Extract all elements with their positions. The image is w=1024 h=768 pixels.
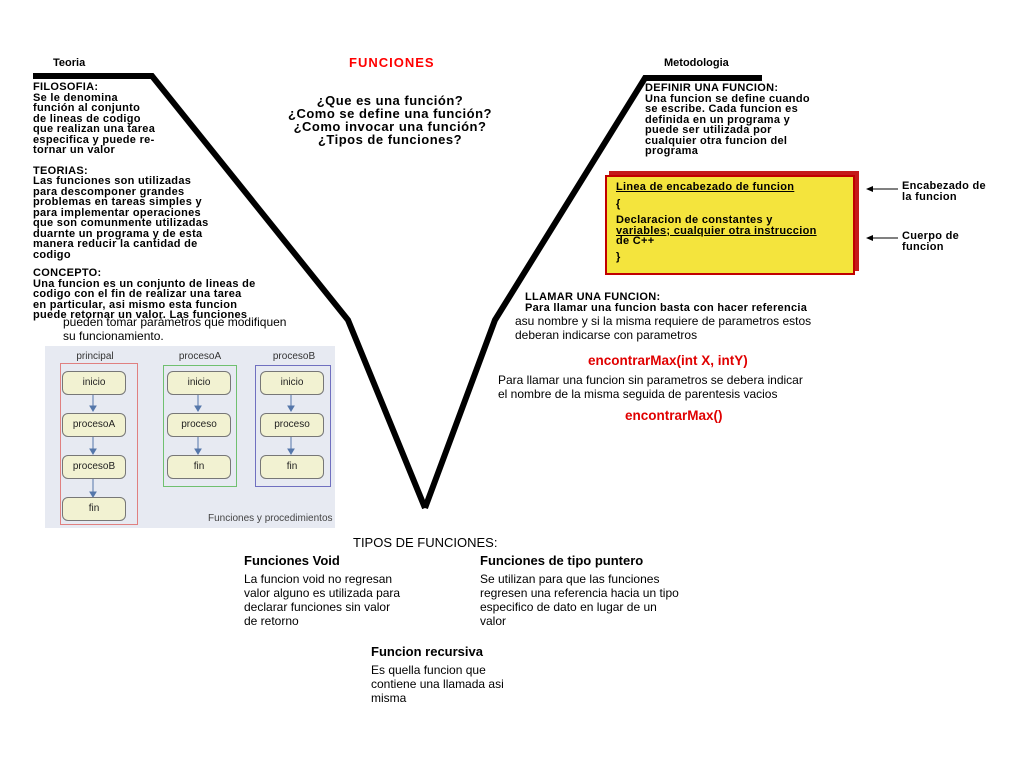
teoria-text: FILOSOFIA: Se le denomina función al con… [33, 82, 293, 321]
puntero-title: Funciones de tipo puntero [480, 553, 643, 568]
definir-title: DEFINIR UNA FUNCION: [645, 83, 875, 94]
label-cuerpo: Cuerpo de funcion [902, 231, 1022, 252]
function-structure-box: Linea de encabezado de funcion { Declara… [605, 175, 855, 275]
function-header-line: Linea de encabezado de funcion [616, 182, 853, 193]
text-line: deberan indicarse con parametros [515, 328, 895, 342]
text-line: que son comunmente utilizadas [33, 218, 293, 229]
header-funciones: FUNCIONES [349, 55, 435, 70]
puntero-text: Se utilizan para que las funciones regre… [480, 572, 740, 628]
text-line: el nombre de la misma seguida de parente… [498, 387, 878, 401]
void-title: Funciones Void [244, 553, 340, 568]
text-line: su funcionamiento. [63, 329, 343, 343]
definir-text: DEFINIR UNA FUNCION: Una funcion se defi… [645, 83, 875, 157]
text-line: tornar un valor [33, 145, 293, 156]
tipos-title: TIPOS DE FUNCIONES: [353, 535, 497, 550]
label-encabezado: Encabezado de la funcion [902, 181, 1022, 202]
text-line: problemas en tareas simples y [33, 197, 293, 208]
text-line: manera reducir la cantidad de [33, 239, 293, 250]
example-without-params: encontrarMax() [625, 408, 723, 423]
flow-box: inicio [167, 371, 231, 395]
flow-box: fin [62, 497, 126, 521]
text-line: asu nombre y si la misma requiere de par… [515, 314, 895, 328]
flow-box: fin [260, 455, 324, 479]
text-line: Las funciones son utilizadas [33, 176, 293, 187]
flow-caption: Funciones y procedimientos [208, 513, 333, 524]
flowchart-diagram: principal procesoA procesoB inicio proce… [45, 346, 335, 528]
arrow-cuerpo-head [866, 235, 873, 241]
body-line: Declaracion de constantes y [616, 215, 853, 226]
arrow-encabezado-head [866, 186, 873, 192]
filosofia-title: FILOSOFIA: [33, 82, 293, 93]
text-line: se escribe. Cada funcion es [645, 104, 875, 115]
flow-box: inicio [260, 371, 324, 395]
llamar-text-cont: asu nombre y si la misma requiere de par… [515, 314, 895, 342]
text-line: codigo [33, 250, 293, 261]
void-text: La funcion void no regresan valor alguno… [244, 572, 464, 628]
flow-box: proceso [260, 413, 324, 437]
text-line: codigo con el fin de realizar una tarea [33, 289, 293, 300]
text-line: Para llamar una funcion sin parametros s… [498, 373, 878, 387]
example-with-params: encontrarMax(int X, intY) [588, 353, 748, 368]
text-line: función al conjunto [33, 103, 293, 114]
sin-param-text: Para llamar una funcion sin parametros s… [498, 373, 878, 401]
text-line: Para llamar una funcion basta con hacer … [525, 303, 905, 314]
text-line: pueden tomar parámetros que modifiquen [63, 315, 343, 329]
flow-box: procesoB [62, 455, 126, 479]
flow-box: proceso [167, 413, 231, 437]
flow-box: fin [167, 455, 231, 479]
open-brace: { [616, 199, 853, 210]
text-line: puede ser utilizada por [645, 125, 875, 136]
header-metodologia: Metodologia [664, 57, 729, 69]
flow-box: procesoA [62, 413, 126, 437]
header-teoria: Teoria [53, 57, 85, 69]
recursiva-title: Funcion recursiva [371, 644, 483, 659]
text-line: programa [645, 146, 875, 157]
text-line: que realizan una tarea [33, 124, 293, 135]
close-brace: } [616, 252, 853, 263]
recursiva-text: Es quella funcion que contiene una llama… [371, 663, 571, 705]
teoria-extra-text: pueden tomar parámetros que modifiquen s… [63, 315, 343, 343]
flow-box: inicio [62, 371, 126, 395]
concepto-title: CONCEPTO: [33, 268, 293, 279]
body-line: de C++ [616, 236, 853, 247]
llamar-text: LLAMAR UNA FUNCION: Para llamar una func… [525, 292, 905, 313]
llamar-title: LLAMAR UNA FUNCION: [525, 292, 905, 303]
